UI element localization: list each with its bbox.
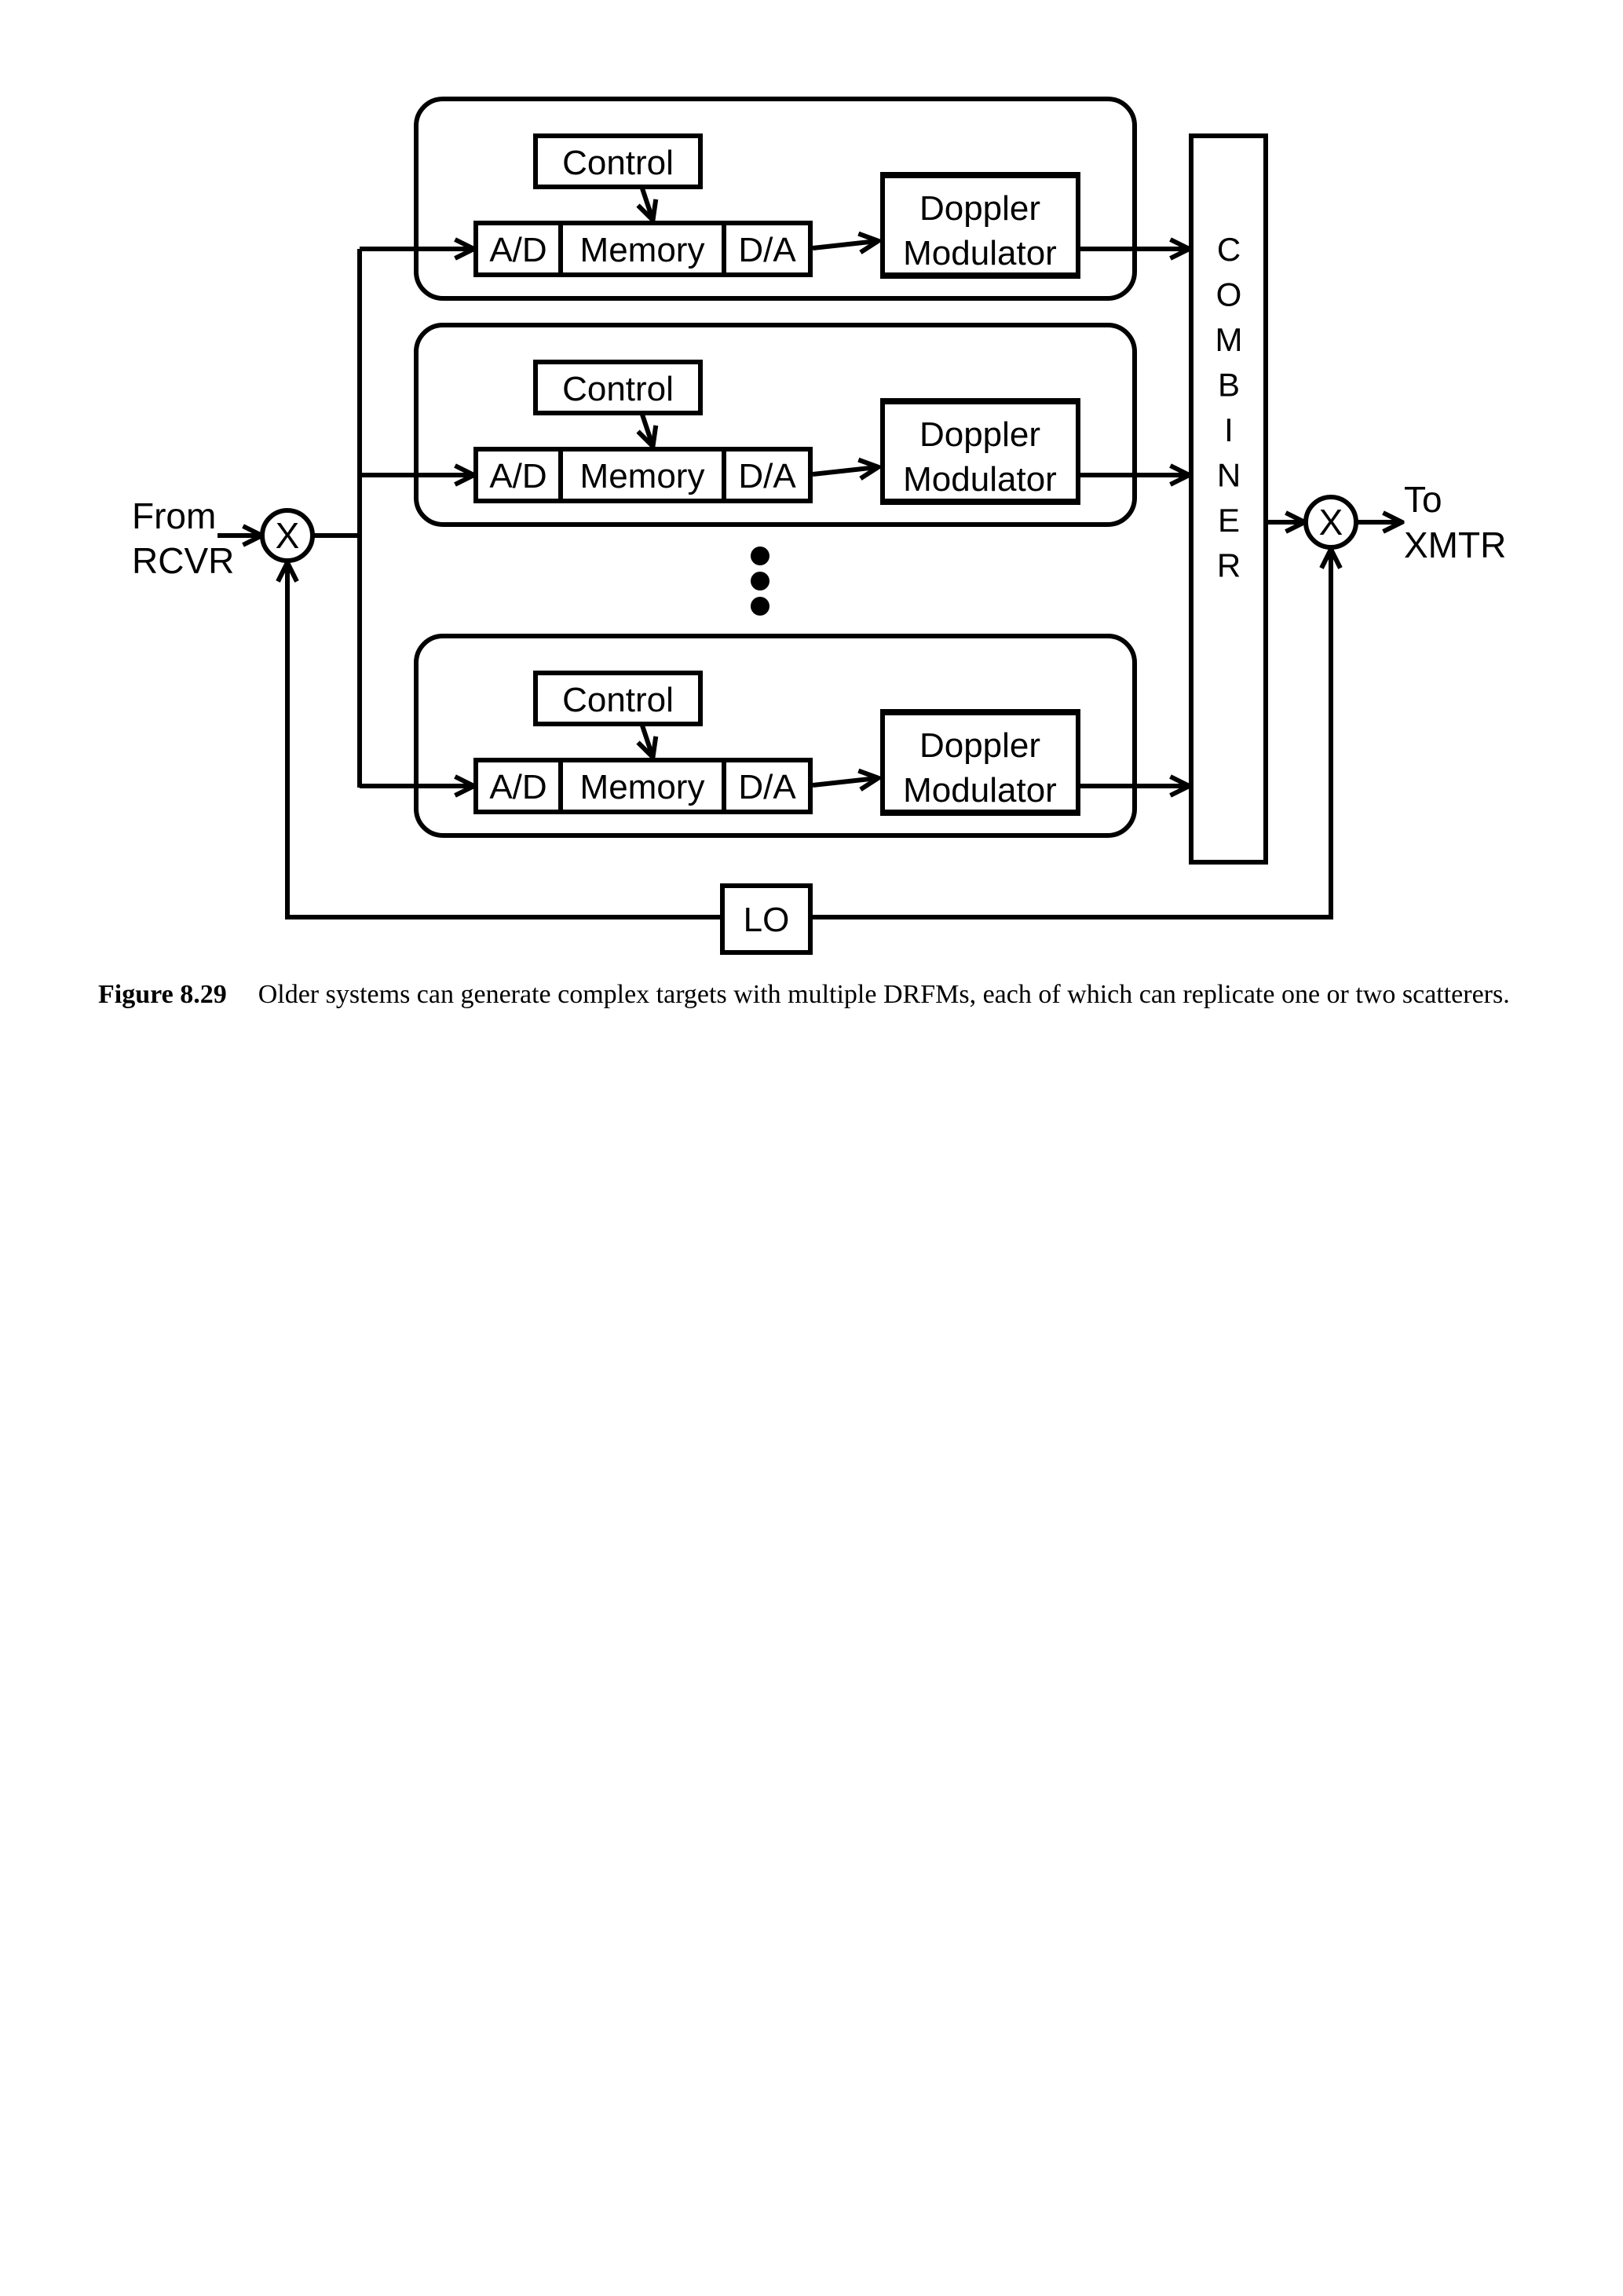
input-mixer: X	[260, 508, 315, 563]
dac-to-doppler-arrow	[812, 241, 877, 248]
combiner-letter: O	[1216, 276, 1242, 313]
doppler-top-border	[880, 709, 1080, 715]
doppler-top-border	[880, 398, 1080, 404]
dac-label: D/A	[738, 457, 796, 495]
lo-to-input-mixer-line	[287, 564, 722, 919]
doppler-label: Doppler	[919, 189, 1040, 228]
ellipsis-dot	[751, 572, 769, 590]
lo-label: LO	[744, 901, 790, 939]
control-to-memory-arrow	[642, 188, 652, 219]
control-to-memory-arrow	[642, 414, 652, 445]
doppler-modulator-block	[880, 172, 1080, 279]
combiner-letter: I	[1224, 411, 1234, 448]
modulator-label: Modulator	[903, 460, 1057, 499]
combiner-letter: N	[1217, 457, 1241, 494]
figure-caption-text: Older systems can generate complex targe…	[258, 980, 1510, 1009]
adc-label: A/D	[489, 457, 546, 495]
doppler-modulator-block	[880, 398, 1080, 505]
adc-memory-dac-row	[473, 447, 813, 503]
doppler-bottom-border	[880, 272, 1080, 279]
output-mixer: X	[1303, 495, 1358, 550]
ellipsis-dot	[751, 547, 769, 565]
output-label-xmtr: XMTR	[1404, 525, 1506, 565]
control-block	[533, 133, 703, 189]
dac-label: D/A	[738, 768, 796, 806]
control-label: Control	[562, 370, 674, 408]
input-mixer-symbol: X	[276, 515, 300, 556]
combiner-letter: R	[1217, 547, 1241, 584]
more-channels-ellipsis	[751, 547, 769, 616]
control-block	[533, 671, 703, 726]
control-block	[533, 360, 703, 415]
modulator-label: Modulator	[903, 771, 1057, 810]
combiner-letter: M	[1215, 321, 1243, 358]
dac-label: D/A	[738, 231, 796, 269]
memory-label: Memory	[580, 457, 705, 495]
output-label-to: To	[1404, 479, 1442, 520]
control-to-memory-arrow	[642, 725, 652, 756]
input-label-rcvr: RCVR	[132, 540, 234, 581]
input-label-from: From	[132, 495, 216, 536]
adc-memory-dac-row	[473, 758, 813, 814]
doppler-bottom-border	[880, 499, 1080, 505]
doppler-label: Doppler	[919, 726, 1040, 765]
adc-label: A/D	[489, 231, 546, 269]
control-label: Control	[562, 681, 674, 719]
figure-label: Figure 8.29	[98, 980, 227, 1009]
control-label: Control	[562, 144, 674, 182]
adc-label: A/D	[489, 768, 546, 806]
combiner-letter: E	[1218, 502, 1240, 539]
output-mixer-symbol: X	[1319, 502, 1343, 543]
doppler-top-border	[880, 172, 1080, 178]
adc-memory-dac-row	[473, 221, 813, 277]
dac-to-doppler-arrow	[812, 778, 877, 785]
doppler-label: Doppler	[919, 415, 1040, 454]
doppler-bottom-border	[880, 810, 1080, 816]
figure-caption: Figure 8.29 Older systems can generate co…	[98, 977, 1523, 1012]
memory-label: Memory	[580, 768, 705, 806]
modulator-label: Modulator	[903, 234, 1057, 272]
memory-label: Memory	[580, 231, 705, 269]
combiner-letter: C	[1217, 231, 1241, 268]
combiner-letter: B	[1218, 367, 1240, 404]
lo-block: LO	[720, 883, 813, 955]
dac-to-doppler-arrow	[812, 467, 877, 474]
ellipsis-dot	[751, 597, 769, 616]
lo-to-output-mixer-line	[810, 550, 1331, 919]
doppler-modulator-block	[880, 709, 1080, 816]
